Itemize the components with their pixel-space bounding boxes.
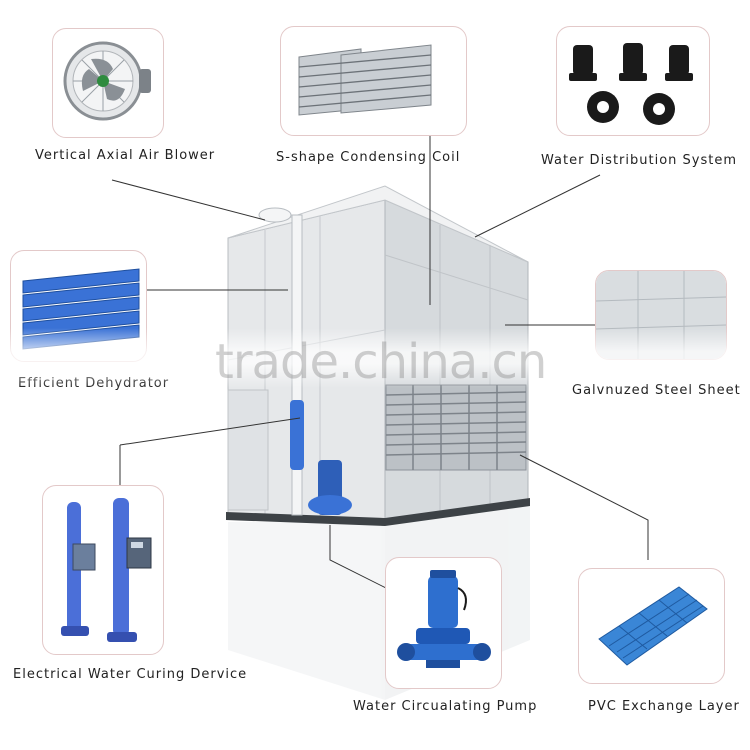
- pump-image-card: [385, 557, 502, 689]
- pvc-label: PVC Exchange Layer: [588, 699, 740, 714]
- blower-image-card: [52, 28, 164, 138]
- pvc-fill-icon: [598, 586, 708, 666]
- pump-icon: [397, 570, 491, 668]
- pvc-image-card: [578, 568, 725, 684]
- watermark-band: [0, 328, 750, 388]
- curing-image-card: [42, 485, 164, 655]
- nozzle-icon: [569, 43, 693, 125]
- curing-device-icon: [61, 498, 152, 642]
- coil-label: S-shape Condensing Coil: [276, 150, 461, 165]
- curing-label: Electrical Water Curing Dervice: [13, 667, 248, 682]
- distribution-label: Water Distribution System: [541, 153, 738, 168]
- distribution-image-card: [556, 26, 710, 136]
- axial-fan-icon: [63, 41, 151, 121]
- blower-label: Vertical Axial Air Blower: [35, 148, 216, 163]
- condensing-coil-icon: [298, 44, 432, 116]
- pump-label: Water Circualating Pump: [353, 699, 538, 714]
- watermark-text: trade.china.cn: [215, 334, 547, 390]
- coil-image-card: [280, 26, 467, 136]
